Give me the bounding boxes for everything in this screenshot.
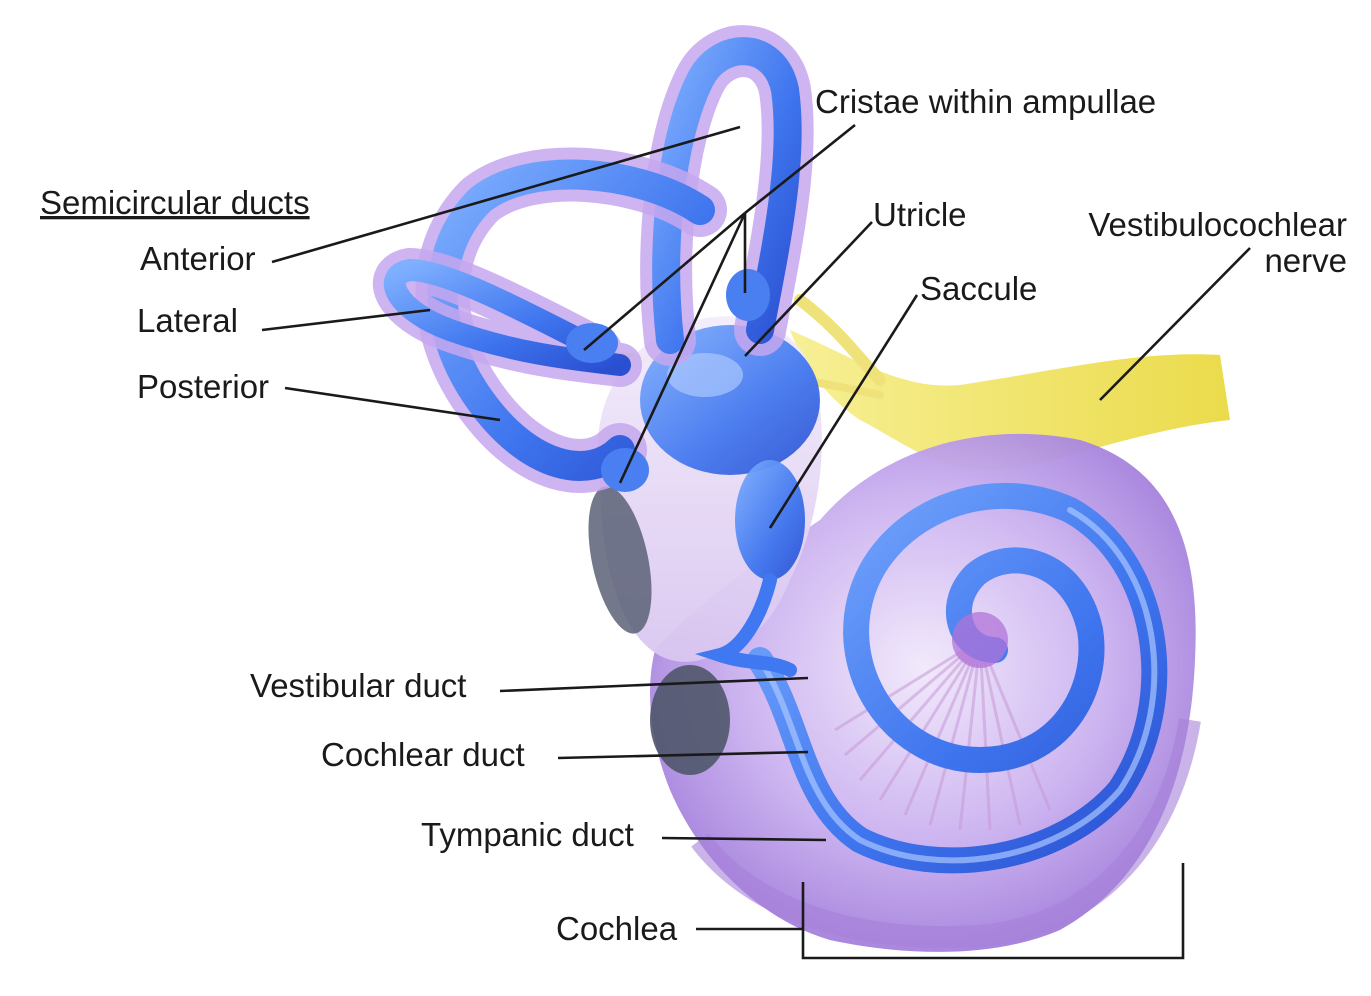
label-semicircular-ducts: Semicircular ducts [40, 184, 310, 221]
label-utricle: Utricle [873, 196, 967, 233]
leader-posterior [284, 386, 501, 422]
semicircular-canals-shape [373, 25, 814, 493]
label-posterior: Posterior [137, 368, 269, 405]
vestibule-shape [588, 316, 822, 775]
leader-vestibulocochlear [1099, 247, 1251, 401]
label-cristae: Cristae within ampullae [815, 83, 1156, 120]
leader-cristae-a [744, 123, 856, 215]
label-tympanic-duct: Tympanic duct [421, 816, 634, 853]
leader-cristae-c [618, 212, 747, 484]
leader-cochlear-duct [557, 750, 809, 760]
leader-utricle [744, 221, 873, 357]
leader-tympanic-duct [661, 836, 827, 842]
leader-anterior [271, 125, 741, 264]
cochlea-bracket [801, 863, 1185, 960]
leader-vestibular-duct [499, 676, 809, 693]
leader-cristae-b [583, 212, 746, 351]
label-vestibulocochlear-1: Vestibulocochlear [1088, 206, 1347, 243]
label-vestibular-duct: Vestibular duct [250, 667, 466, 704]
label-vestibulocochlear-2: nerve [1264, 242, 1347, 279]
label-anterior: Anterior [140, 240, 256, 277]
label-lateral: Lateral [137, 302, 238, 339]
label-cochlea: Cochlea [556, 910, 678, 947]
label-cochlear-duct: Cochlear duct [321, 736, 525, 773]
leader-saccule [768, 294, 919, 529]
leader-lateral [261, 308, 431, 332]
label-saccule: Saccule [920, 270, 1037, 307]
